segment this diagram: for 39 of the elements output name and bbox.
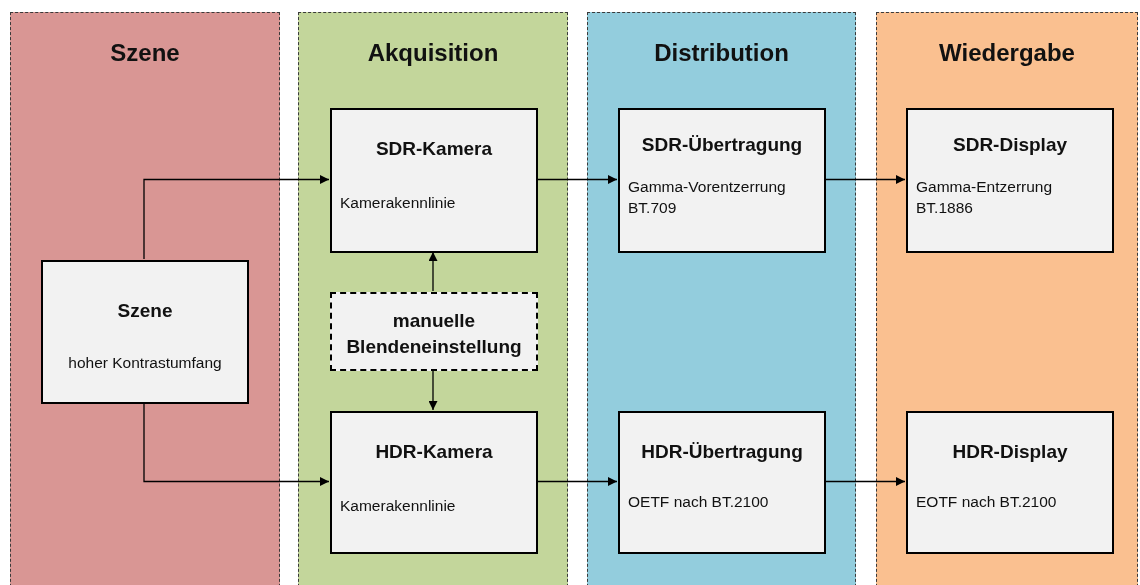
process-box	[618, 108, 826, 253]
process-box	[330, 108, 538, 253]
box-description: OETF nach BT.2100	[628, 491, 769, 512]
stage-band	[298, 12, 568, 585]
box-description: Kamerakennlinie	[340, 495, 456, 516]
arrow	[143, 402, 330, 486]
arrow	[428, 251, 438, 292]
stage-title: Akquisition	[367, 39, 499, 67]
stage-band	[587, 12, 856, 585]
arrow	[824, 175, 906, 184]
box-heading: SDR-Kamera	[375, 137, 493, 161]
stage-title: Distribution	[654, 39, 789, 67]
process-box	[330, 292, 538, 371]
arrow	[143, 175, 330, 260]
process-box	[618, 411, 826, 554]
box-description: EOTF nach BT.2100	[916, 491, 1057, 512]
box-description: Gamma-Vorentzerrung BT.709	[628, 176, 787, 219]
process-box	[906, 411, 1114, 554]
box-heading: manuelle Blendeneinstellung	[345, 309, 523, 359]
process-box	[330, 411, 538, 554]
arrow	[536, 175, 618, 184]
arrow	[536, 477, 618, 486]
box-description: hoher Kontrastumfang	[68, 352, 222, 373]
arrow	[428, 369, 438, 411]
arrow	[824, 477, 906, 486]
stage-title: Szene	[110, 39, 180, 67]
stage-band	[876, 12, 1138, 585]
box-heading: HDR-Übertragung	[641, 440, 803, 464]
box-heading: Szene	[117, 299, 173, 323]
box-heading: SDR-Übertragung	[641, 133, 803, 157]
box-description: Kamerakennlinie	[340, 192, 456, 213]
stage-title: Wiedergabe	[939, 39, 1075, 67]
box-heading: HDR-Display	[952, 440, 1068, 464]
box-heading: HDR-Kamera	[375, 440, 493, 464]
process-box	[906, 108, 1114, 253]
stage-band	[10, 12, 280, 585]
box-heading: SDR-Display	[953, 133, 1067, 157]
box-description: Gamma-Entzerrung BT.1886	[916, 176, 1054, 219]
process-box	[41, 260, 249, 404]
